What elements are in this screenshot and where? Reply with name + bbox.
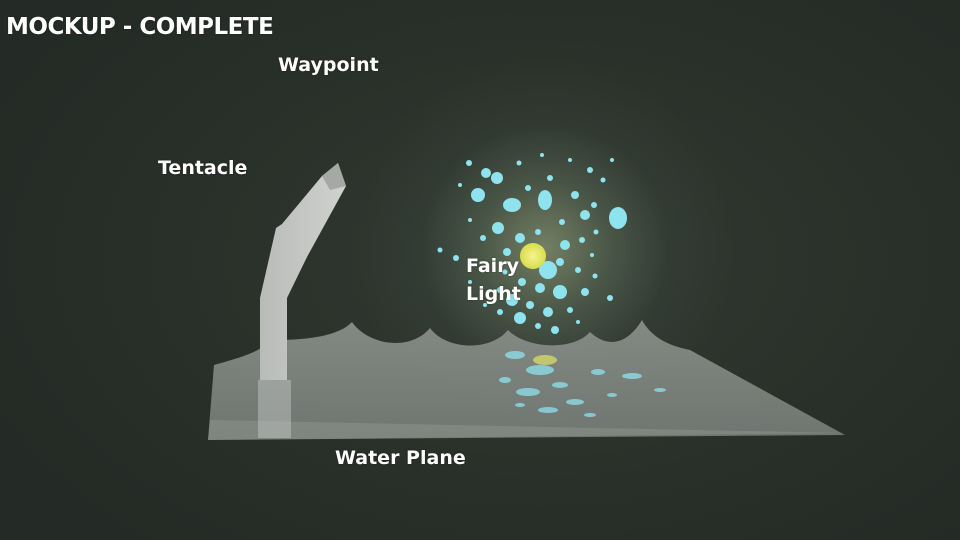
fairy-light-core <box>520 243 546 269</box>
fairy-light-label-line2: Light <box>466 283 521 305</box>
waypoint-label: Waypoint <box>278 54 379 76</box>
fairy-light-label-line1: Fairy <box>466 255 519 277</box>
fairy-core-reflection <box>533 355 557 365</box>
water-plane <box>208 320 845 440</box>
tentacle <box>260 163 346 380</box>
scene-title: MOCKUP - COMPLETE <box>6 14 274 40</box>
fairy-light-reflection <box>499 351 666 417</box>
fairy-light-label: Fairy Light <box>466 252 526 308</box>
water-plane-sheen <box>208 420 845 440</box>
tentacle-label: Tentacle <box>158 157 248 179</box>
tentacle-reflection <box>258 380 291 438</box>
water-plane-label: Water Plane <box>335 447 466 469</box>
tentacle-tip-shade <box>322 163 346 190</box>
